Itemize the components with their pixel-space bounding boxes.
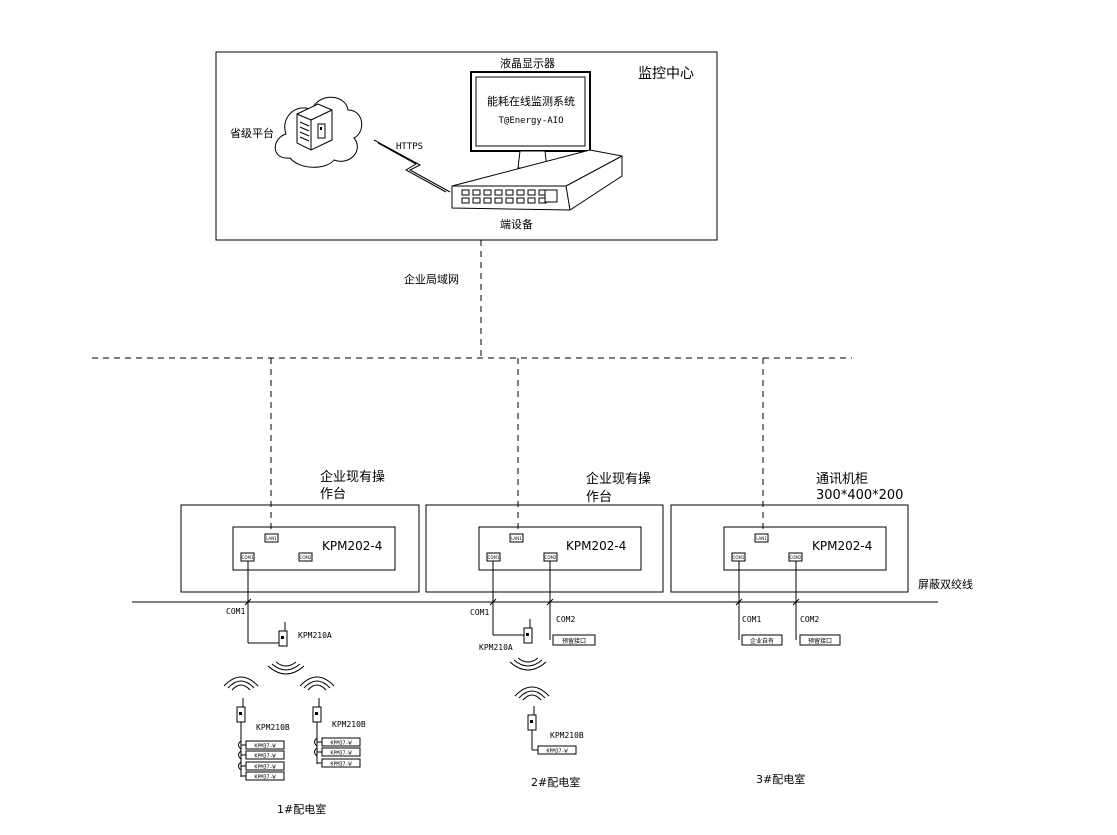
monitor-label: 液晶显示器 [500, 56, 555, 70]
cabinet-1-com1-label: COM1 [226, 607, 245, 616]
switch-port [483, 197, 492, 204]
cabinet-2-gateway: KPM202-4 [566, 539, 626, 553]
cabinet-2-frame [425, 504, 664, 593]
screen-subtitle: T@Energy-AIO [498, 116, 563, 126]
svg-text:COM1: COM1 [488, 555, 500, 560]
cabinet-2-title-line2: 作台 [586, 490, 612, 505]
cabinet-3-enterprise-box [741, 634, 783, 646]
svg-text:KPM37-W: KPM37-W [254, 765, 276, 771]
svg-text:预留接口: 预留接口 [562, 637, 586, 645]
cabinet-3-gateway: KPM202-4 [812, 539, 872, 553]
svg-text:KPM37-W: KPM37-W [330, 751, 352, 757]
https-label: HTTPS [396, 142, 423, 152]
svg-text:KPM37-W: KPM37-W [330, 741, 352, 747]
cabinet-2-com1-label: COM1 [470, 608, 489, 617]
cabinet-3-com1-label: COM1 [742, 615, 761, 624]
svg-text:KPM37-W: KPM37-W [254, 775, 276, 781]
cabinet-1-title-line2: 作台 [320, 487, 346, 502]
svg-text:LAN1: LAN1 [511, 536, 522, 541]
svg-text:COM2: COM2 [300, 555, 312, 560]
switch-port [472, 197, 481, 204]
switch-port [494, 197, 503, 204]
cabinet-3-lan-port [754, 533, 769, 543]
svg-text:COM1: COM1 [733, 555, 745, 560]
switch-port [527, 197, 536, 204]
room-1-meter-stack-b: KPM37-W KPM37-W KPM37-W [314, 737, 361, 768]
cabinet-2-gateway-box [478, 526, 642, 571]
cabinet-1-kpm210a-icon [278, 622, 288, 647]
svg-text:LAN1: LAN1 [266, 536, 277, 541]
cabinet-3-com2-label: COM2 [800, 615, 819, 624]
switch-port [461, 189, 470, 196]
room-2-kpm210b-icon [527, 706, 538, 751]
svg-text:KPM37-W: KPM37-W [546, 749, 568, 755]
room-1-kpm210b-a-label: KPM210B [256, 723, 290, 732]
https-link-bolt [373, 139, 451, 193]
cabinet-1-gateway: KPM202-4 [322, 539, 382, 553]
switch-port [472, 189, 481, 196]
cabinet-2-com2-label: COM2 [556, 615, 575, 624]
cabinet-1-kpm210a-label: KPM210A [298, 631, 332, 640]
room-1-kpm210b-b-icon [312, 698, 322, 764]
switch-port [516, 189, 525, 196]
svg-text:COM2: COM2 [545, 555, 557, 560]
room-3-label: 3#配电室 [756, 772, 805, 786]
lan-label: 企业局域网 [404, 272, 459, 286]
room-2-wireless-signal-icon [514, 686, 550, 701]
cabinet-2-reserved-port-box [552, 634, 596, 646]
switch-port [494, 189, 503, 196]
room-2-meter [537, 745, 577, 755]
cabinet-2-kpm210a-icon [523, 619, 533, 644]
cabinet-1-gateway-box [232, 526, 396, 571]
switch-port [505, 189, 514, 196]
screen-title: 能耗在线监测系统 [487, 94, 575, 108]
switch-console-port [544, 189, 558, 203]
cabinet-2-wireless-signal-icon [509, 657, 547, 671]
cabinet-2-kpm210a-label: KPM210A [479, 643, 513, 652]
cabinet-1-frame [180, 504, 420, 593]
cabinet-1-wireless-signal-icon [267, 661, 305, 675]
cabinet-3-title-line1: 通讯机柜 [816, 472, 868, 487]
cabinet-2-title-line1: 企业现有操 [586, 471, 651, 487]
room-1-kpm210b-b-label: KPM210B [332, 720, 366, 729]
svg-text:COM2: COM2 [790, 555, 802, 560]
cabinet-1-com2-port [298, 552, 313, 562]
cabinet-3-frame [670, 504, 909, 593]
switch-port [483, 189, 492, 196]
svg-text:KPM37-W: KPM37-W [254, 754, 276, 760]
svg-text:预留接口: 预留接口 [808, 637, 832, 645]
switch-device-icon [451, 149, 623, 211]
svg-text:KPM37-W: KPM37-W [330, 762, 352, 768]
cabinet-2-lan-port [509, 533, 524, 543]
cable-label: 屏蔽双绞线 [918, 577, 973, 591]
room-1-wireless-signal-b-icon [299, 676, 335, 691]
control-center-title: 监控中心 [638, 66, 694, 82]
svg-text:COM1: COM1 [242, 555, 254, 560]
control-center-frame [215, 51, 718, 241]
room-2-label: 2#配电室 [531, 775, 580, 789]
svg-text:LAN1: LAN1 [756, 536, 767, 541]
room-1-label: 1#配电室 [277, 802, 326, 816]
svg-text:KPM37-W: KPM37-W [254, 744, 276, 750]
switch-port [505, 197, 514, 204]
cabinet-3-reserved-port-box [799, 634, 841, 646]
switch-port [527, 189, 536, 196]
cabinet-1-lan-port [264, 533, 279, 543]
cabinet-3-title-line2: 300*400*200 [816, 488, 903, 503]
room-2-kpm210b-label: KPM210B [550, 731, 584, 740]
switch-port [516, 197, 525, 204]
switch-port [461, 197, 470, 204]
room-1-wireless-signal-a-icon [223, 676, 259, 691]
device-label: 端设备 [500, 217, 533, 231]
provincial-platform-label: 省级平台 [230, 126, 274, 140]
svg-text:企业自有: 企业自有 [750, 637, 774, 645]
cloud-server-icon [274, 96, 363, 168]
cabinet-3-gateway-box [723, 526, 887, 571]
room-1-kpm210b-a-icon [236, 698, 246, 777]
room-1-meter-stack-a: KPM37-W KPM37-W KPM37-W KPM37-W [238, 740, 285, 781]
cabinet-1-title-line1: 企业现有操 [320, 469, 385, 485]
